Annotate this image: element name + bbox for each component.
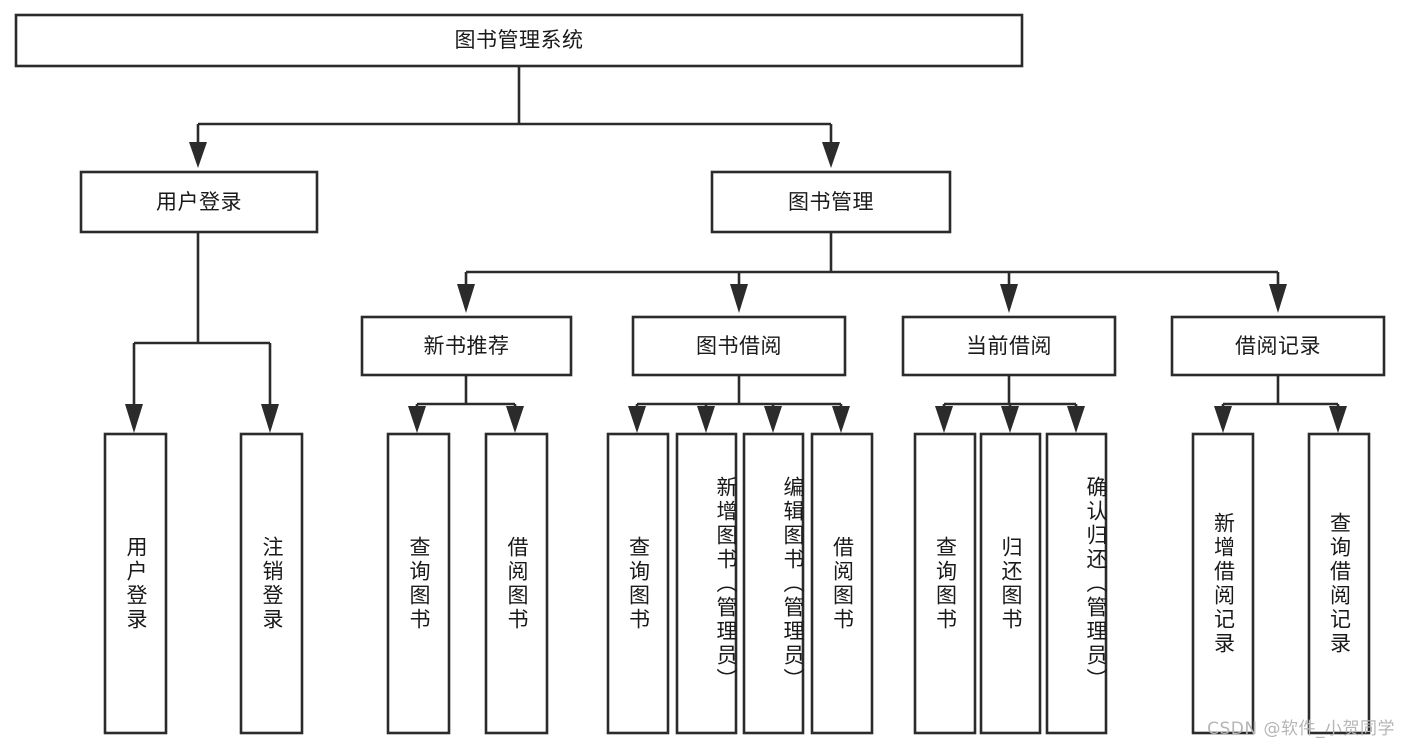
node-box-leaf-return-book[interactable] <box>979 432 1042 735</box>
arrow-head-icon <box>1269 284 1287 313</box>
node-box-current-borrow[interactable] <box>901 315 1117 377</box>
arrow-head-icon <box>832 406 850 433</box>
arrow-head-icon <box>697 406 715 433</box>
node-box-leaf-borrow-book-2[interactable] <box>810 432 874 735</box>
arrow-head-icon <box>1329 406 1347 433</box>
node-box-leaf-borrow-book-1[interactable] <box>484 432 549 735</box>
arrow-head-icon <box>628 406 646 433</box>
connector-group-records <box>1214 375 1347 433</box>
node-box-leaf-user-login[interactable] <box>103 432 168 735</box>
arrow-head-icon <box>261 404 279 433</box>
node-box-leaf-edit-book-admin[interactable] <box>742 432 805 735</box>
connector-group-current <box>935 375 1085 433</box>
node-box-user-login[interactable] <box>79 170 319 234</box>
node-box-leaf-query-book-3[interactable] <box>913 432 977 735</box>
connector-group-userlogin <box>125 232 279 433</box>
node-box-leaf-query-book-2[interactable] <box>606 432 670 735</box>
arrow-head-icon <box>1000 284 1018 313</box>
node-box-leaf-logout[interactable] <box>239 432 304 735</box>
arrow-head-icon <box>822 142 840 168</box>
node-box-leaf-query-record[interactable] <box>1307 432 1371 735</box>
connector-group-borrow <box>628 375 850 433</box>
connector-group-root <box>189 66 840 168</box>
node-box-book-borrow[interactable] <box>631 315 847 377</box>
watermark-text: CSDN @软件_小贺同学 <box>1207 719 1395 739</box>
arrow-head-icon <box>189 142 207 168</box>
node-box-leaf-query-book-1[interactable] <box>386 432 451 735</box>
arrow-head-icon <box>1067 406 1085 433</box>
connector-group-newbook <box>408 375 524 433</box>
arrow-head-icon <box>408 406 426 433</box>
node-box-root[interactable] <box>14 13 1024 68</box>
arrow-head-icon <box>125 404 143 433</box>
arrow-head-icon <box>1214 406 1232 433</box>
node-box-new-book-recommend[interactable] <box>360 315 573 377</box>
arrow-head-icon <box>457 284 475 313</box>
node-box-leaf-confirm-return-admin[interactable] <box>1045 432 1108 735</box>
node-box-leaf-add-book-admin[interactable] <box>675 432 738 735</box>
arrow-head-icon <box>935 406 953 433</box>
arrow-head-icon <box>506 406 524 433</box>
node-box-borrow-records[interactable] <box>1170 315 1386 377</box>
connector-group-bookmgmt <box>457 232 1287 313</box>
node-box-leaf-add-record[interactable] <box>1191 432 1255 735</box>
node-box-book-management[interactable] <box>710 170 952 234</box>
arrow-head-icon <box>764 406 782 433</box>
arrow-head-icon <box>730 284 748 313</box>
arrow-head-icon <box>1001 406 1019 433</box>
